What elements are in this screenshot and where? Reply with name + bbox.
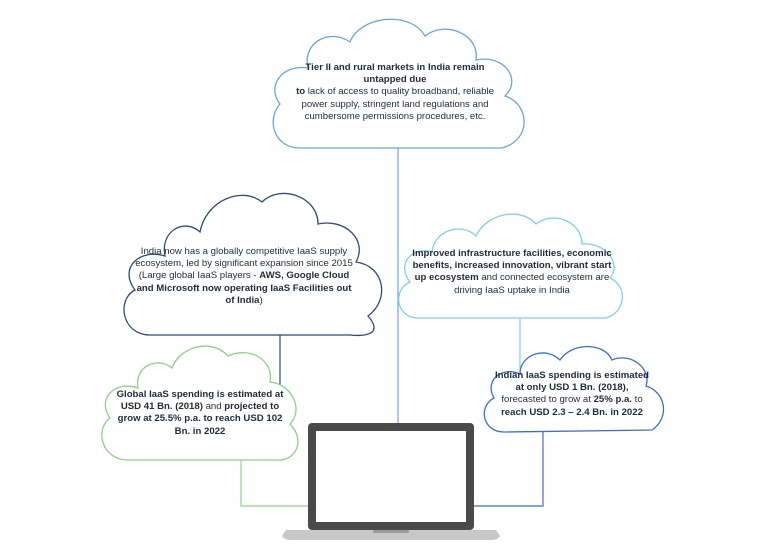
cloud-right-mid-bold: Improved infrastructure facilities, econ… [412, 248, 612, 284]
cloud-left-mid-tail: ) [259, 294, 263, 306]
cloud-right-bottom-bold-1: Indian IaaS spending is estimated at onl… [494, 370, 650, 394]
cloud-right-bottom-text: Indian IaaS spending is estimated at onl… [492, 370, 652, 419]
cloud-right-bottom-normal-2: to [634, 394, 643, 406]
cloud-left-bottom-bold-2: USD 41 Bn. (2018) [120, 401, 203, 413]
cloud-top-bold: Tier II and rural markets in India remai… [305, 62, 485, 86]
cloud-right-mid-normal: and connected ecosystem are driving IaaS… [454, 272, 610, 296]
laptop-icon [282, 423, 500, 540]
cloud-left-bottom-bold-1: Global IaaS spending is estimated at [116, 389, 284, 400]
cloud-right-mid [398, 213, 623, 319]
cloud-right-bottom-bold-3: reach USD 2.3 – 2.4 Bn. in 2022 [501, 406, 643, 418]
cloud-left-bottom-bold-3: projected to grow at 25.5% p.a. to reach… [117, 401, 283, 437]
cloud-left-mid-text: India now has a globally competitive Iaa… [134, 246, 354, 307]
cloud-right-bottom-bold-2: 25% p.a. [593, 394, 632, 406]
cloud-left-mid [123, 192, 383, 337]
cloud-top-lead: to [296, 86, 306, 98]
cloud-right-bottom [483, 346, 665, 433]
cloud-top-normal: lack of access to quality broadband, rel… [301, 86, 494, 122]
cloud-left-bottom-text: Global IaaS spending is estimated at USD… [110, 389, 290, 438]
laptop-screen [316, 431, 466, 522]
cloud-left-bottom [101, 345, 299, 461]
cloud-right-bottom-normal: forecasted to grow at [501, 394, 591, 406]
cloud-left-mid-normal: India now has a globally competitive Iaa… [135, 246, 353, 282]
laptop-notch [373, 530, 409, 533]
cloud-top-text: Tier II and rural markets in India remai… [290, 62, 500, 123]
cloud-left-bottom-normal: and [205, 401, 222, 413]
connector-left-bottom [240, 460, 308, 507]
cloud-right-mid-text: Improved infrastructure facilities, econ… [412, 248, 612, 297]
cloud-left-mid-bold: AWS, Google Cloud and Microsoft now oper… [136, 270, 352, 306]
laptop-base [282, 530, 500, 540]
connector-right-bottom [474, 432, 544, 507]
cloud-top [272, 18, 525, 149]
